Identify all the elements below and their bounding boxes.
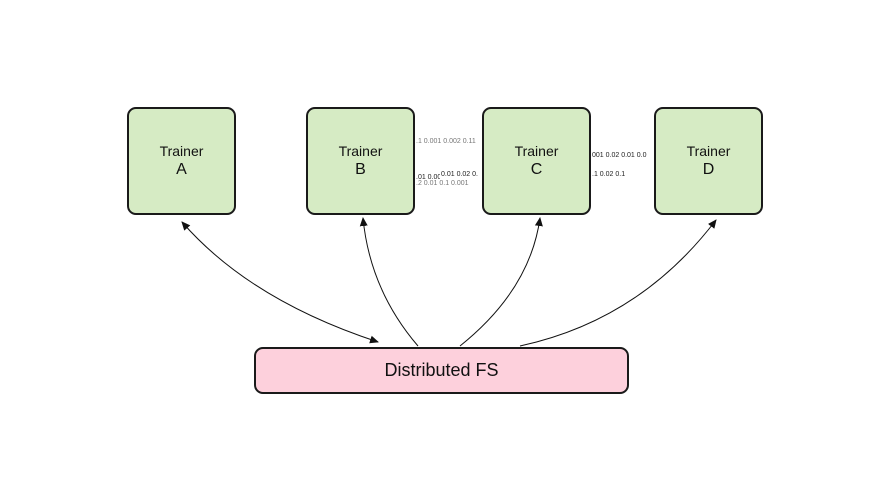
distributed-fs-label: Distributed FS xyxy=(384,360,499,380)
trainer-c-label: Trainer xyxy=(514,143,559,159)
trainer-b-id: B xyxy=(355,161,366,178)
traffic-cd-low: .1 0.02 0.1 xyxy=(592,171,626,178)
trainer-c-node: Trainer C xyxy=(482,107,591,215)
traffic-bc-mid-left: .01 0.001 xyxy=(416,174,440,181)
trainer-d-node: Trainer D xyxy=(654,107,763,215)
arrow-fs-b xyxy=(359,217,419,347)
trainer-c-id: C xyxy=(530,161,543,178)
trainer-d-label: Trainer xyxy=(686,143,731,159)
traffic-bc-low: .2 0.01 0.1 0.001 xyxy=(416,180,469,187)
trainer-a-node: Trainer A xyxy=(127,107,236,215)
traffic-bc-top: .1 0.001 0.002 0.11 xyxy=(416,138,476,145)
trainer-a-id: A xyxy=(176,161,187,178)
arrow-fs-c xyxy=(459,217,543,347)
arrow-a-fs xyxy=(181,221,379,344)
distributed-fs-node: Distributed FS xyxy=(254,347,629,394)
trainer-a-label: Trainer xyxy=(159,143,204,159)
trainer-b-label: Trainer xyxy=(338,143,383,159)
traffic-cd-top: 001 0.02 0.01 0.0 xyxy=(592,152,647,159)
trainer-b-node: Trainer B xyxy=(306,107,415,215)
arrow-fs-d xyxy=(519,219,717,347)
traffic-bc-mid: 0.01 0.02 0. xyxy=(441,171,478,178)
trainer-d-id: D xyxy=(702,161,715,178)
